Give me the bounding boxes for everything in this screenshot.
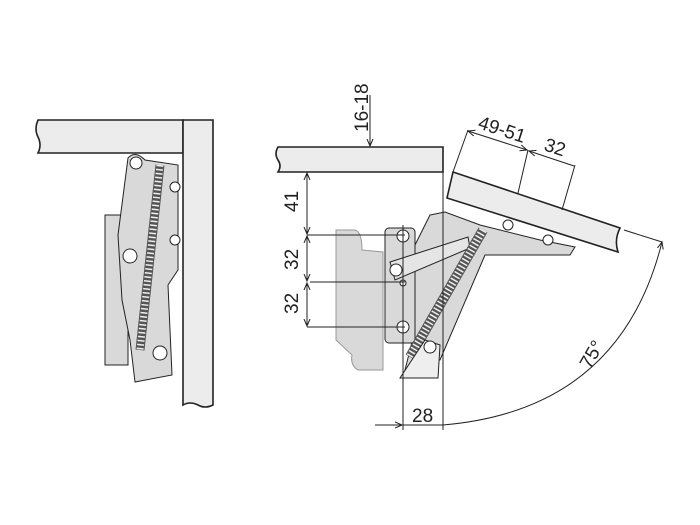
spring-left [135,164,165,351]
right-view-open: 16-18 41 32 32 49-51 32 28 75° [275,83,662,430]
hinge-mount-right [335,229,384,371]
screw-left-1 [169,181,181,193]
label-depth-28: 28 [412,406,433,427]
pivot-left-top [129,156,143,170]
pivot-base [423,340,437,354]
screw-door-2 [542,234,554,246]
left-view-closed [35,119,214,408]
dimension-lines [307,95,662,430]
label-hole-spacing-1: 32 [282,249,303,270]
top-panel-left [35,119,184,154]
pivot-right [389,263,403,277]
screw-door-1 [502,219,514,231]
label-offset-41: 41 [282,191,303,212]
label-opening-angle: 75° [576,337,609,372]
pivot-left-bottom [152,345,168,361]
label-panel-thickness: 16-18 [352,83,373,132]
top-panel-right [275,146,444,173]
label-door-hole-spacing: 32 [541,135,568,162]
screw-left-2 [169,234,181,246]
label-hole-spacing-2: 32 [282,293,303,314]
spring-right [405,227,488,360]
open-door-panel [446,170,622,254]
side-panel-left [182,119,214,408]
pivot-left-mid [122,248,138,264]
label-door-offset: 49-51 [475,113,528,148]
